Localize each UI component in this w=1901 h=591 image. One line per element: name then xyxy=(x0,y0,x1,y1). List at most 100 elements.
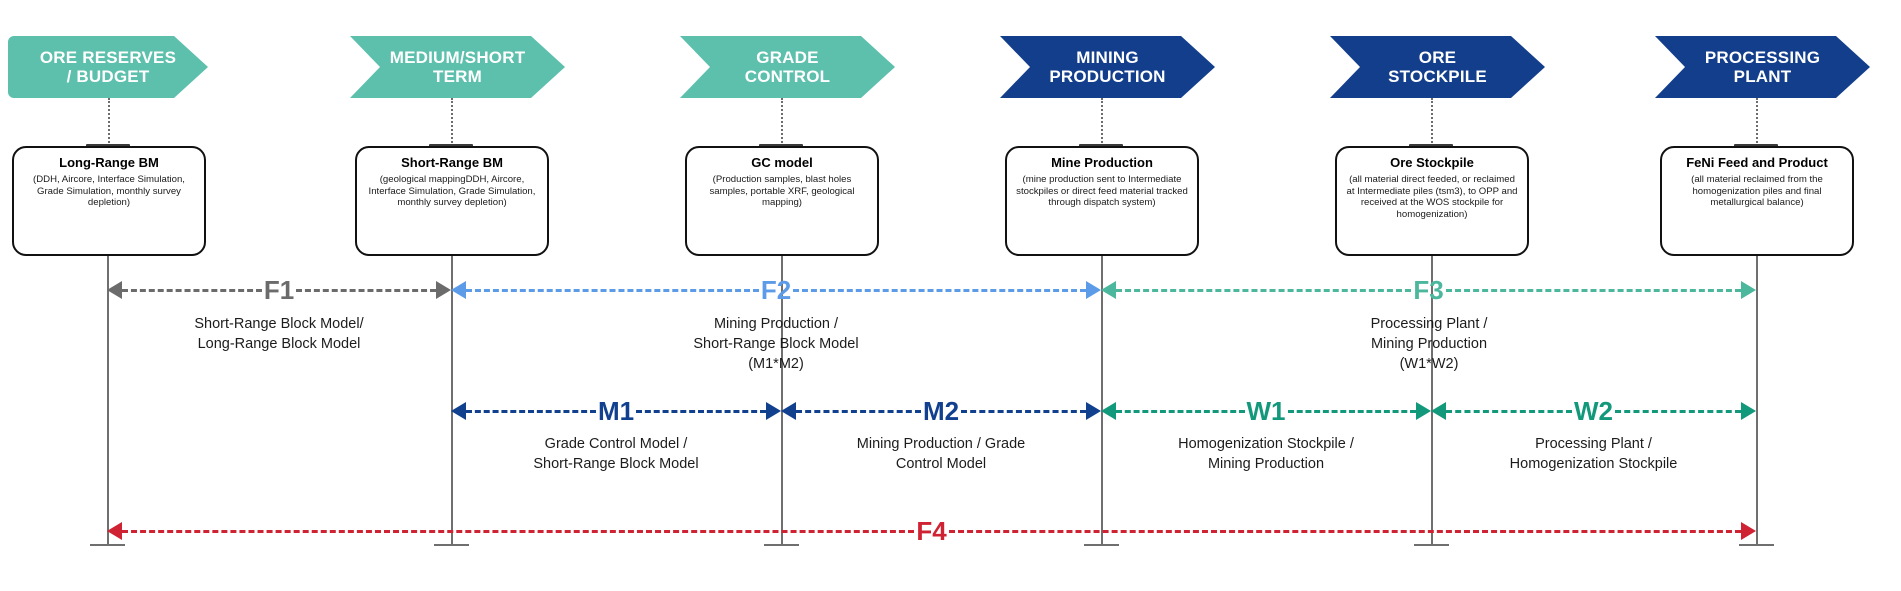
dropline-foot-2 xyxy=(434,544,469,546)
dash-segment xyxy=(1445,288,1741,292)
dash-segment xyxy=(1287,409,1416,413)
arrow-w2[interactable]: W2 xyxy=(1431,398,1756,424)
arrowhead-left-icon xyxy=(1431,402,1446,420)
dropline-foot-4 xyxy=(1084,544,1119,546)
factor-code-w1: W1 xyxy=(1246,396,1286,426)
arrowhead-left-icon xyxy=(781,402,796,420)
node-detail: (mine production sent to Intermediate st… xyxy=(1016,173,1188,209)
arrowhead-left-icon xyxy=(1101,281,1116,299)
factor-code-m1: M1 xyxy=(597,396,635,426)
node-box-short-range-bm[interactable]: Short-Range BM (geological mappingDDH, A… xyxy=(355,146,549,256)
dropline-foot-3 xyxy=(764,544,799,546)
dropline-foot-5 xyxy=(1414,544,1449,546)
caption-line: (M1*M2) xyxy=(748,356,804,372)
caption-line: Short-Range Block Model xyxy=(693,336,859,352)
node-detail: (all material reclaimed from the homogen… xyxy=(1691,173,1823,209)
caption-line: Processing Plant / xyxy=(1535,436,1652,452)
node-title: FeNi Feed and Product xyxy=(1686,155,1828,170)
banner-ore-reserves[interactable]: ORE RESERVES / BUDGET xyxy=(8,36,208,98)
dash-segment xyxy=(796,409,921,413)
banner-label: GRADE CONTROL xyxy=(744,47,831,86)
caption-w2: Processing Plant / Homogenization Stockp… xyxy=(1431,434,1756,474)
arrowhead-right-icon xyxy=(1741,402,1756,420)
caption-line: Short-Range Block Model/ xyxy=(194,316,364,332)
dash-segment xyxy=(793,288,1086,292)
caption-w1: Homogenization Stockpile / Mining Produc… xyxy=(1101,434,1431,474)
dash-segment xyxy=(122,288,262,292)
caption-m1: Grade Control Model / Short-Range Block … xyxy=(451,434,781,474)
factor-code-m2: M2 xyxy=(922,396,960,426)
arrow-m2[interactable]: M2 xyxy=(781,398,1101,424)
factor-code-f2: F2 xyxy=(760,275,792,305)
banner-processing-plant[interactable]: PROCESSING PLANT xyxy=(1655,36,1870,98)
banner-label: PROCESSING PLANT xyxy=(1704,47,1821,86)
connector-dotted-5 xyxy=(1431,98,1433,146)
dropline-foot-1 xyxy=(90,544,125,546)
banner-grade-control[interactable]: GRADE CONTROL xyxy=(680,36,895,98)
caption-line: Control Model xyxy=(895,456,987,472)
dropline-col-4 xyxy=(1101,256,1103,544)
connector-dotted-3 xyxy=(781,98,783,146)
dash-segment xyxy=(1116,409,1245,413)
dash-segment xyxy=(122,529,915,533)
arrowhead-right-icon xyxy=(766,402,781,420)
caption-line: Homogenization Stockpile xyxy=(1509,456,1678,472)
arrowhead-left-icon xyxy=(107,522,122,540)
dropline-col-3 xyxy=(781,256,783,544)
connector-dotted-6 xyxy=(1756,98,1758,146)
caption-line: Homogenization Stockpile / xyxy=(1178,436,1354,452)
connector-dotted-2 xyxy=(451,98,453,146)
caption-line: Mining Production xyxy=(1370,336,1488,352)
factor-code-f1: F1 xyxy=(263,275,295,305)
caption-line: Processing Plant / xyxy=(1370,316,1488,332)
dropline-col-2 xyxy=(451,256,453,544)
node-box-ore-stockpile[interactable]: Ore Stockpile (all material direct feede… xyxy=(1335,146,1529,256)
dash-segment xyxy=(466,288,759,292)
caption-f3: Processing Plant / Mining Production (W1… xyxy=(1204,314,1654,374)
arrowhead-left-icon xyxy=(451,402,466,420)
node-box-long-range-bm[interactable]: Long-Range BM (DDH, Aircore, Interface S… xyxy=(12,146,206,256)
arrow-f2[interactable]: F2 xyxy=(451,277,1101,303)
node-box-feni-feed-product[interactable]: FeNi Feed and Product (all material recl… xyxy=(1660,146,1854,256)
caption-line: Mining Production / xyxy=(713,316,839,332)
caption-line: Short-Range Block Model xyxy=(533,456,699,472)
arrow-f3[interactable]: F3 xyxy=(1101,277,1756,303)
arrowhead-right-icon xyxy=(1741,281,1756,299)
arrowhead-right-icon xyxy=(1086,281,1101,299)
dropline-foot-6 xyxy=(1739,544,1774,546)
banner-ore-stockpile[interactable]: ORE STOCKPILE xyxy=(1330,36,1545,98)
arrow-w1[interactable]: W1 xyxy=(1101,398,1431,424)
caption-f1: Short-Range Block Model/ Long-Range Bloc… xyxy=(107,314,451,354)
node-title: Ore Stockpile xyxy=(1390,155,1474,170)
dash-segment xyxy=(466,409,596,413)
arrowhead-left-icon xyxy=(1101,402,1116,420)
factor-code-f3: F3 xyxy=(1413,275,1444,305)
arrow-m1[interactable]: M1 xyxy=(451,398,781,424)
dash-segment xyxy=(1615,409,1741,413)
arrowhead-left-icon xyxy=(107,281,122,299)
arrow-f4[interactable]: F4 xyxy=(107,518,1756,544)
caption-line: Mining Production / Grade xyxy=(856,436,1026,452)
caption-f2: Mining Production / Short-Range Block Mo… xyxy=(551,314,1001,374)
arrowhead-right-icon xyxy=(436,281,451,299)
caption-line: (W1*W2) xyxy=(1399,356,1459,372)
node-detail: (DDH, Aircore, Interface Simulation, Gra… xyxy=(33,173,185,209)
banner-label: MEDIUM/SHORT TERM xyxy=(389,47,526,86)
dash-segment xyxy=(961,409,1086,413)
node-title: Short-Range BM xyxy=(401,155,503,170)
node-title: Long-Range BM xyxy=(59,155,159,170)
dash-segment xyxy=(1446,409,1572,413)
banner-mining-production[interactable]: MINING PRODUCTION xyxy=(1000,36,1215,98)
node-detail: (all material direct feeded, or reclaime… xyxy=(1346,173,1518,221)
connector-dotted-1 xyxy=(108,98,110,146)
arrow-f1[interactable]: F1 xyxy=(107,277,451,303)
node-box-mine-production[interactable]: Mine Production (mine production sent to… xyxy=(1005,146,1199,256)
connector-dotted-4 xyxy=(1101,98,1103,146)
dropline-col-6 xyxy=(1756,256,1758,544)
banner-label: ORE STOCKPILE xyxy=(1388,47,1487,86)
node-box-gc-model[interactable]: GC model (Production samples, blast hole… xyxy=(685,146,879,256)
factor-code-w2: W2 xyxy=(1574,396,1613,426)
dropline-col-1 xyxy=(107,256,109,544)
caption-line: Mining Production xyxy=(1207,456,1325,472)
banner-medium-short-term[interactable]: MEDIUM/SHORT TERM xyxy=(350,36,565,98)
